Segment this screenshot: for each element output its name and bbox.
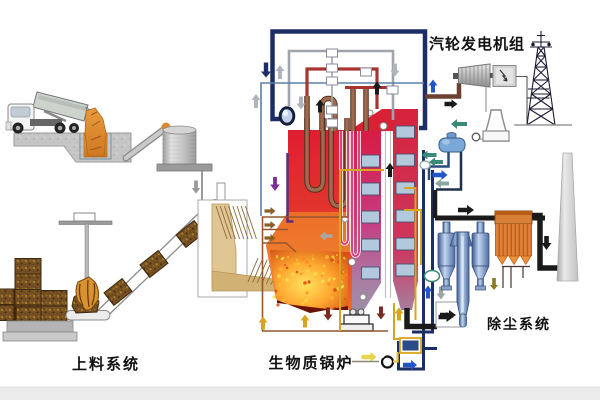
svg-text:汽轮发电机组: 汽轮发电机组	[429, 35, 525, 53]
svg-text:除尘系统: 除尘系统	[487, 316, 551, 332]
svg-text:生物质锅炉: 生物质锅炉	[268, 354, 353, 372]
svg-text:上料系统: 上料系统	[72, 355, 140, 373]
